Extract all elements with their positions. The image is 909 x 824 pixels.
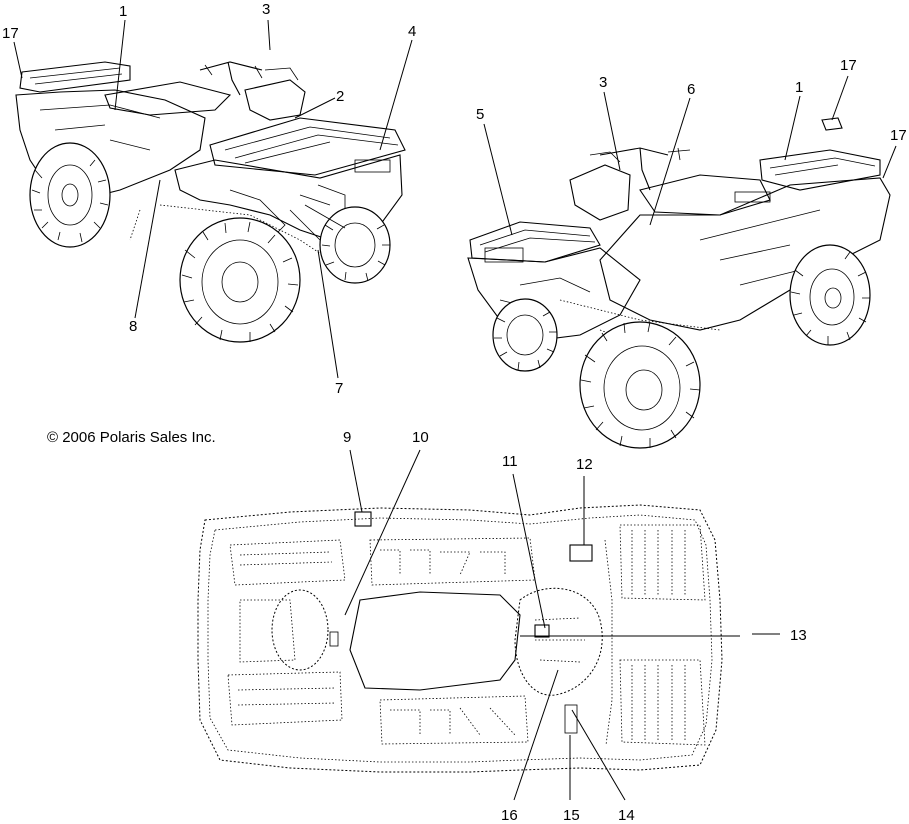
callout-8: 8 [129, 318, 137, 335]
atv-rear-view [467, 117, 891, 449]
callout-17-right-top: 17 [840, 57, 857, 74]
callout-16: 16 [501, 807, 518, 824]
copyright-notice: © 2006 Polaris Sales Inc. [47, 429, 216, 446]
callout-17: 17 [2, 25, 19, 42]
callout-14: 14 [618, 807, 635, 824]
atv-top-view [197, 504, 723, 773]
callout-1: 1 [119, 3, 127, 20]
callout-12: 12 [576, 456, 593, 473]
callout-13: 13 [790, 627, 807, 644]
callout-6: 6 [687, 81, 695, 98]
callout-3: 3 [262, 1, 270, 18]
callout-17-right: 17 [890, 127, 907, 144]
callout-7: 7 [335, 380, 343, 397]
callout-5: 5 [476, 106, 484, 123]
callout-10: 10 [412, 429, 429, 446]
callout-2: 2 [336, 88, 344, 105]
atv-front-view [15, 61, 406, 343]
callout-1-right: 1 [795, 79, 803, 96]
callout-9: 9 [343, 429, 351, 446]
callout-11: 11 [502, 453, 518, 470]
callout-4: 4 [408, 23, 416, 40]
callout-3-right: 3 [599, 74, 607, 91]
leader-lines [13, 19, 897, 801]
callout-15: 15 [563, 807, 580, 824]
